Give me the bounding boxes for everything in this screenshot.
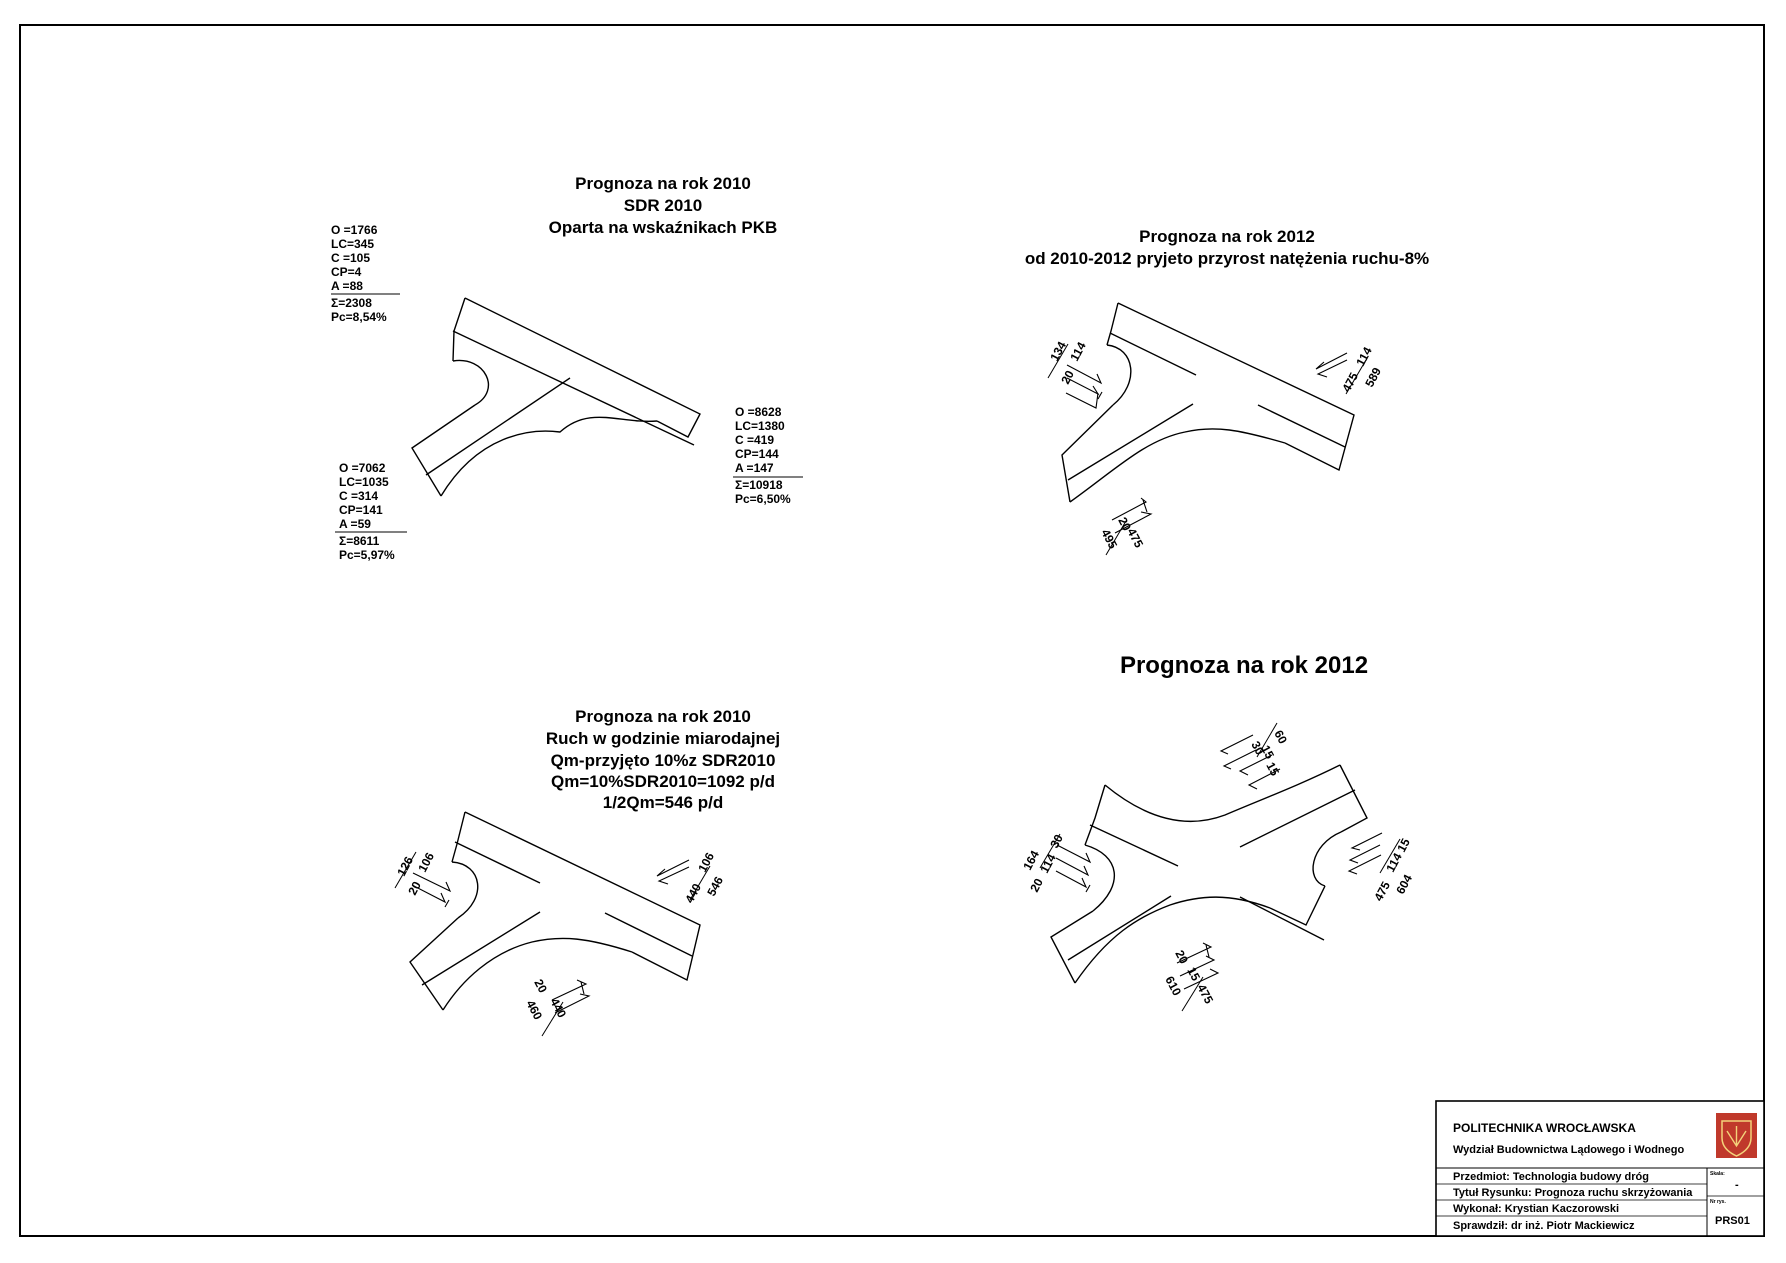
university-logo xyxy=(1716,1113,1757,1158)
stat-line: C =419 xyxy=(735,433,774,447)
panel-title-line: Ruch w godzinie miarodajnej xyxy=(546,729,780,748)
stat-sum: Σ=10918 xyxy=(735,478,783,492)
stat-line: A =59 xyxy=(339,517,371,531)
stat-line: C =105 xyxy=(331,251,370,265)
flow-number: 15 xyxy=(1263,760,1282,779)
panel-title-line: od 2010-2012 pryjeto przyrost natężenia … xyxy=(1025,249,1429,268)
stat-line: CP=141 xyxy=(339,503,383,517)
title-block: POLITECHNIKA WROCŁAWSKA Wydział Budownic… xyxy=(1435,1100,1765,1237)
drawing-number: PRS01 xyxy=(1715,1215,1750,1227)
panel-top-right: Prognoza na rok 2012 od 2010-2012 pryjet… xyxy=(1025,227,1429,556)
panel-bottom-left: Prognoza na rok 2010 Ruch w godzinie mia… xyxy=(394,707,780,1037)
panel-top-left: Prognoza na rok 2010 SDR 2010 Oparta na … xyxy=(331,174,803,562)
flow-number: 546 xyxy=(704,874,726,899)
stat-line: LC=345 xyxy=(331,237,374,251)
flow-number: 106 xyxy=(415,850,437,875)
subject-row: Przedmiot: Technologia budowy dróg xyxy=(1453,1171,1649,1183)
flow-number: 589 xyxy=(1362,365,1384,390)
flow-number: 20 xyxy=(405,879,424,898)
flow-number: 106 xyxy=(695,850,717,875)
flow-number: 604 xyxy=(1393,872,1415,897)
drawing-number-label: Nr rys. xyxy=(1710,1199,1726,1205)
stat-line: A =147 xyxy=(735,461,774,475)
stat-line: CP=144 xyxy=(735,447,779,461)
flow-number: 60 xyxy=(1271,728,1290,747)
stat-pc: Pc=8,54% xyxy=(331,310,387,324)
panel-title: Prognoza na rok 2012 xyxy=(1120,652,1368,679)
stat-line: C =314 xyxy=(339,489,378,503)
flow-arrows xyxy=(411,859,690,1014)
flow-dividers xyxy=(394,851,711,1037)
stat-box-sw: O =7062 LC=1035 C =314 CP=141 A =59 Σ=86… xyxy=(335,461,407,562)
panel-title-line: SDR 2010 xyxy=(624,196,702,215)
panel-bottom-right: Prognoza na rok 2012 xyxy=(1020,652,1415,1012)
panel-title-line: Oparta na wskaźnikach PKB xyxy=(549,218,778,237)
flow-number: 114 xyxy=(1067,339,1089,363)
faculty-name: Wydział Budownictwa Lądowego i Wodnego xyxy=(1453,1144,1684,1156)
panel-title-line: Prognoza na rok 2012 xyxy=(1139,227,1315,246)
stat-pc: Pc=5,97% xyxy=(339,548,395,562)
stat-line: LC=1035 xyxy=(339,475,389,489)
flow-number: 114 xyxy=(1383,850,1405,874)
flow-number: 30 xyxy=(1248,739,1267,758)
checker-row: Sprawdził: dr inż. Piotr Mackiewicz xyxy=(1453,1220,1635,1232)
flow-number: 114 xyxy=(1353,344,1375,368)
author-row: Wykonał: Krystian Kaczorowski xyxy=(1453,1203,1619,1215)
flow-arrows xyxy=(1055,734,1383,990)
flow-number: 134 xyxy=(1047,339,1069,364)
panel-title-line: 1/2Qm=546 p/d xyxy=(603,793,723,812)
scale-label: Skala: xyxy=(1710,1171,1725,1177)
stat-pc: Pc=6,50% xyxy=(735,492,791,506)
flow-number: 20 xyxy=(1172,948,1191,967)
stat-box-east: O =8628 LC=1380 C =419 CP=144 A =147 Σ=1… xyxy=(733,405,803,506)
stat-box-nw: O =1766 LC=345 C =105 CP=4 A =88 Σ=2308 … xyxy=(331,223,400,324)
eagle-icon xyxy=(1721,1120,1752,1157)
flow-number: 460 xyxy=(523,998,545,1023)
stat-line: CP=4 xyxy=(331,265,362,279)
flow-number: 30 xyxy=(1047,832,1066,851)
sheet-frame xyxy=(19,24,1765,1237)
scale-value: - xyxy=(1735,1179,1739,1191)
stat-line: O =8628 xyxy=(735,405,782,419)
t-junction-road xyxy=(411,297,701,497)
flow-number: 475 xyxy=(1371,879,1393,904)
panel-title-line: Qm-przyjęto 10%z SDR2010 xyxy=(551,751,776,770)
stat-line: O =1766 xyxy=(331,223,378,237)
flow-number: 20 xyxy=(1058,368,1077,387)
flow-number: 495 xyxy=(1098,527,1120,552)
panel-title-line: Prognoza na rok 2010 xyxy=(575,174,751,193)
flow-number: 20 xyxy=(1115,515,1134,534)
flow-number: 15 xyxy=(1394,836,1413,855)
stat-sum: Σ=8611 xyxy=(339,534,380,548)
flow-number: 440 xyxy=(547,996,569,1021)
t-junction-road xyxy=(409,811,701,1011)
stat-sum: Σ=2308 xyxy=(331,296,372,310)
flow-number: 20 xyxy=(531,977,550,996)
eagle-detail xyxy=(1726,1126,1747,1148)
university-name: POLITECHNIKA WROCŁAWSKA xyxy=(1453,1121,1636,1135)
flow-number: 15 xyxy=(1258,743,1277,762)
flow-number: 440 xyxy=(682,881,704,906)
flow-dividers xyxy=(1047,343,1367,556)
flow-dividers xyxy=(1039,722,1401,1012)
flow-number: 610 xyxy=(1162,974,1184,999)
t-junction-road xyxy=(1061,302,1355,503)
stat-line: A =88 xyxy=(331,279,363,293)
stat-line: LC=1380 xyxy=(735,419,785,433)
cross-junction-road xyxy=(1050,764,1368,984)
panel-title-line: Qm=10%SDR2010=1092 p/d xyxy=(551,772,775,791)
panel-title-line: Prognoza na rok 2010 xyxy=(575,707,751,726)
flow-arrows xyxy=(1065,352,1348,534)
drawing-title-row: Tytuł Rysunku: Prognoza ruchu skrzyżowan… xyxy=(1453,1187,1693,1199)
flow-number: 15 xyxy=(1184,965,1203,984)
stat-line: O =7062 xyxy=(339,461,386,475)
flow-number: 20 xyxy=(1027,876,1046,895)
